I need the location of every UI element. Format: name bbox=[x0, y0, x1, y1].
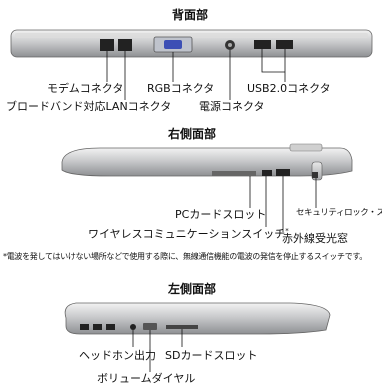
left-port-1 bbox=[80, 324, 89, 330]
label-wireless-mark: * bbox=[285, 227, 289, 235]
label-rgb-connector: RGBコネクタ bbox=[147, 82, 215, 95]
sd-slot bbox=[166, 325, 198, 329]
label-security-lock-slot: セキュリティロック・スロット bbox=[296, 208, 382, 218]
label-ir-window: 赤外線受光窓 bbox=[282, 232, 348, 245]
right-section-title: 右側面部 bbox=[168, 127, 217, 141]
left-view bbox=[64, 302, 331, 372]
right-view bbox=[61, 143, 353, 232]
label-headphone-output: ヘッドホン出力 bbox=[79, 349, 156, 362]
usb-port-1 bbox=[254, 40, 271, 49]
usb-port-2 bbox=[276, 40, 293, 49]
pc-card-slot bbox=[212, 171, 256, 176]
lan-port bbox=[118, 39, 132, 51]
label-power-connector: 電源コネクタ bbox=[199, 100, 265, 113]
rgb-port bbox=[164, 40, 182, 49]
right-section-footnote: *電波を発してはいけない場所などで使用する際に、無線通信機能の電波の発信を停止す… bbox=[3, 252, 367, 261]
headphone-jack bbox=[130, 324, 136, 330]
label-wireless-switch-text: ワイヤレスコミュニケーションスイッチ bbox=[88, 227, 286, 241]
label-modem-connector: モデムコネクタ bbox=[47, 82, 124, 95]
back-view bbox=[10, 29, 373, 100]
label-usb-connector: USB2.0コネクタ bbox=[247, 82, 331, 95]
left-section-title: 左側面部 bbox=[168, 282, 217, 296]
ir-window bbox=[276, 169, 290, 176]
label-wireless-switch: ワイヤレスコミュニケーションスイッチ* bbox=[88, 228, 289, 240]
label-volume-dial: ボリュームダイヤル bbox=[97, 372, 196, 385]
left-port-3 bbox=[106, 324, 115, 330]
volume-dial bbox=[143, 323, 157, 330]
lock-slot bbox=[312, 172, 318, 178]
left-port-2 bbox=[93, 324, 102, 330]
label-lan-connector: ブロードバンド対応LANコネクタ bbox=[6, 100, 172, 113]
back-section-title: 背面部 bbox=[172, 8, 209, 22]
label-pc-card-slot: PCカードスロット bbox=[175, 208, 267, 221]
wireless-switch bbox=[262, 170, 272, 176]
modem-port bbox=[100, 39, 114, 51]
label-sd-card-slot: SDカードスロット bbox=[165, 349, 258, 362]
